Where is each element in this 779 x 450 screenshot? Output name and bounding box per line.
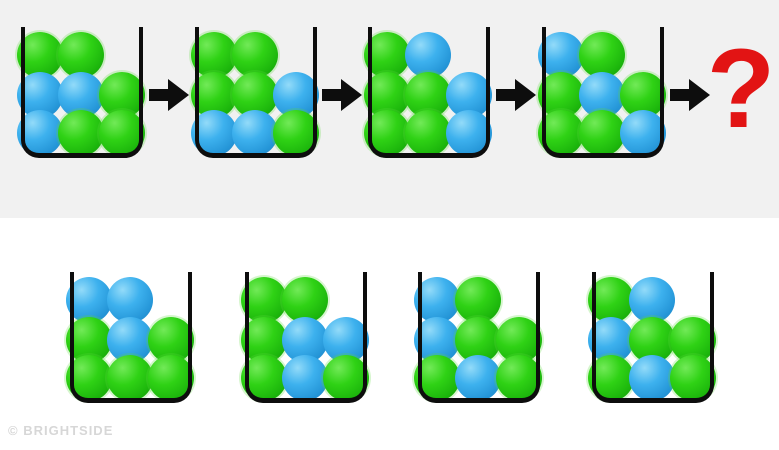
ball-blue (620, 110, 666, 156)
ball-green (58, 32, 104, 78)
ball-green (588, 355, 634, 401)
arrow-right-icon (496, 78, 536, 112)
ball-green (670, 355, 716, 401)
ball-green (99, 110, 145, 156)
ball-blue (446, 110, 492, 156)
ball-green (273, 110, 319, 156)
ball-green (58, 110, 104, 156)
ball-green (282, 277, 328, 323)
ball-green (538, 110, 584, 156)
sequence-cup-1 (17, 27, 145, 158)
ball-blue (405, 32, 451, 78)
arrow-right-icon (322, 78, 362, 112)
ball-green (107, 355, 153, 401)
ball-green (579, 110, 625, 156)
ball-green (232, 32, 278, 78)
ball-green (323, 355, 369, 401)
ball-green (414, 355, 460, 401)
sequence-cup-4 (538, 27, 666, 158)
ball-green (148, 355, 194, 401)
brightside-watermark: © BRIGHTSIDE (8, 423, 114, 438)
ball-blue (17, 110, 63, 156)
ball-green (66, 355, 112, 401)
ball-green (455, 277, 501, 323)
ball-green (364, 110, 410, 156)
option-cup-3[interactable] (414, 272, 542, 403)
ball-blue (629, 277, 675, 323)
ball-blue (191, 110, 237, 156)
ball-blue (232, 110, 278, 156)
ball-green (241, 355, 287, 401)
sequence-cup-2 (191, 27, 319, 158)
ball-blue (107, 277, 153, 323)
options-panel (0, 218, 779, 450)
ball-blue (455, 355, 501, 401)
option-cup-1[interactable] (66, 272, 194, 403)
ball-green (496, 355, 542, 401)
sequence-cup-3 (364, 27, 492, 158)
option-cup-2[interactable] (241, 272, 369, 403)
ball-green (579, 32, 625, 78)
ball-blue (629, 355, 675, 401)
option-cup-4[interactable] (588, 272, 716, 403)
question-mark: ? (706, 26, 776, 151)
arrow-right-icon (149, 78, 189, 112)
arrow-right-icon (670, 78, 710, 112)
sequence-panel (0, 0, 779, 218)
ball-green (405, 110, 451, 156)
ball-blue (282, 355, 328, 401)
